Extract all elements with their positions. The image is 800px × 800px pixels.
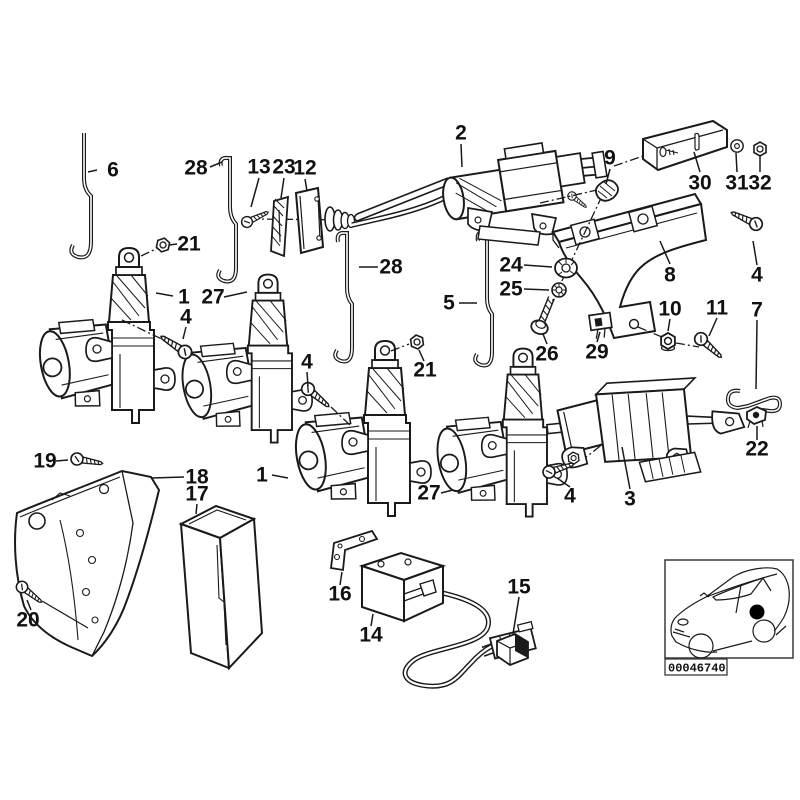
part-label-21-a: 21: [177, 233, 201, 256]
part-12-block-drawing: [294, 186, 325, 255]
part-label-31: 31: [725, 172, 749, 195]
part-14-switch-drawing: [358, 551, 537, 689]
part-label-32: 32: [748, 172, 771, 195]
car-location-inset: 00046740: [664, 559, 794, 676]
part-label-9: 9: [604, 147, 616, 170]
inset-image-code: 00046740: [668, 662, 726, 676]
part-22-clamp-drawing: [746, 406, 767, 429]
part-label-12: 12: [293, 157, 316, 180]
part-27-actuator-drawing: [175, 273, 314, 444]
part-32-nut-drawing: [753, 141, 767, 157]
part-27-actuator-right-drawing: [430, 347, 569, 518]
part-6-rod-drawing: [69, 133, 93, 260]
part-30-channel-bracket-drawing: [642, 119, 728, 172]
part-9-grommet-drawing: [595, 179, 619, 202]
part-3-trunk-drive-drawing: [546, 377, 746, 483]
part-label-27-a: 27: [201, 286, 224, 309]
part-label-7: 7: [751, 299, 763, 322]
part-label-1-b: 1: [256, 464, 268, 487]
part-15-clip-drawing: [496, 632, 529, 667]
part-21-nut-b-drawing: [409, 333, 425, 351]
part-4-screw-d-drawing: [727, 205, 766, 234]
part-26-bolt-drawing: [530, 296, 555, 336]
part-7-rod-drawing: [725, 388, 783, 414]
part-label-17: 17: [185, 483, 208, 506]
part-label-2: 2: [455, 122, 467, 145]
part-label-16: 16: [328, 583, 351, 606]
part-label-8: 8: [664, 264, 676, 287]
part-label-6: 6: [107, 159, 119, 182]
part-label-3: 3: [624, 488, 636, 511]
part-label-25: 25: [499, 278, 523, 301]
part-12-bellows-cone-drawing: [324, 206, 356, 232]
part-29-clip-drawing: [588, 311, 613, 339]
part-label-27-b: 27: [417, 482, 440, 505]
part-5-rod-drawing: [473, 229, 494, 368]
actuating-rod-drawing: [353, 177, 449, 222]
part-label-4-b: 4: [301, 351, 313, 374]
part-28-rod-left-drawing: [216, 155, 238, 284]
part-31-washer-drawing: [730, 139, 744, 153]
part-24-washer-drawing: [554, 257, 578, 279]
part-label-23: 23: [272, 156, 295, 179]
part-label-30: 30: [688, 172, 711, 195]
part-label-15: 15: [507, 576, 531, 599]
part-8-bracket-drawing: [551, 192, 708, 340]
part-label-21-b: 21: [413, 359, 437, 382]
part-17-cover-drawing: [178, 504, 264, 671]
part-label-28-b: 28: [379, 256, 403, 279]
part-label-22: 22: [745, 438, 768, 461]
part-23-wedge-drawing: [270, 195, 289, 258]
part-10-nut-drawing: [660, 332, 676, 352]
part-4-screw-a-drawing: [156, 330, 196, 363]
part-13-screw-drawing: [239, 206, 272, 230]
part-label-1-a: 1: [178, 286, 190, 309]
part-label-4-a: 4: [180, 306, 192, 329]
part-label-24: 24: [499, 254, 523, 277]
part-label-4-d: 4: [751, 264, 763, 287]
part-18-bracket-drawing: [14, 469, 161, 658]
part-20-screw-drawing: [13, 578, 89, 629]
part-label-29: 29: [585, 341, 608, 364]
car-outline-icon: [670, 567, 790, 659]
part-25-star-washer-drawing: [551, 282, 567, 298]
leader-lines: [26, 143, 761, 635]
part-label-26: 26: [535, 343, 558, 366]
part-label-28-a: 28: [184, 157, 208, 180]
part-label-4-c: 4: [564, 485, 576, 508]
part-label-19: 19: [33, 450, 56, 473]
part-2-drive-unit-drawing: [351, 142, 608, 246]
part-label-18: 18: [185, 466, 209, 489]
location-dot: [749, 604, 765, 620]
part-21-nut-a-drawing: [154, 236, 172, 254]
part-28-rod-center-drawing: [333, 230, 354, 364]
part-label-13: 13: [247, 156, 270, 179]
part-label-14: 14: [359, 624, 383, 647]
part-16-bracket-drawing: [330, 529, 379, 572]
part-label-10: 10: [658, 298, 681, 321]
part-label-11: 11: [706, 297, 729, 320]
part-label-20: 20: [16, 609, 39, 632]
part-19-screw-drawing: [69, 451, 105, 471]
part-label-5: 5: [443, 292, 455, 315]
